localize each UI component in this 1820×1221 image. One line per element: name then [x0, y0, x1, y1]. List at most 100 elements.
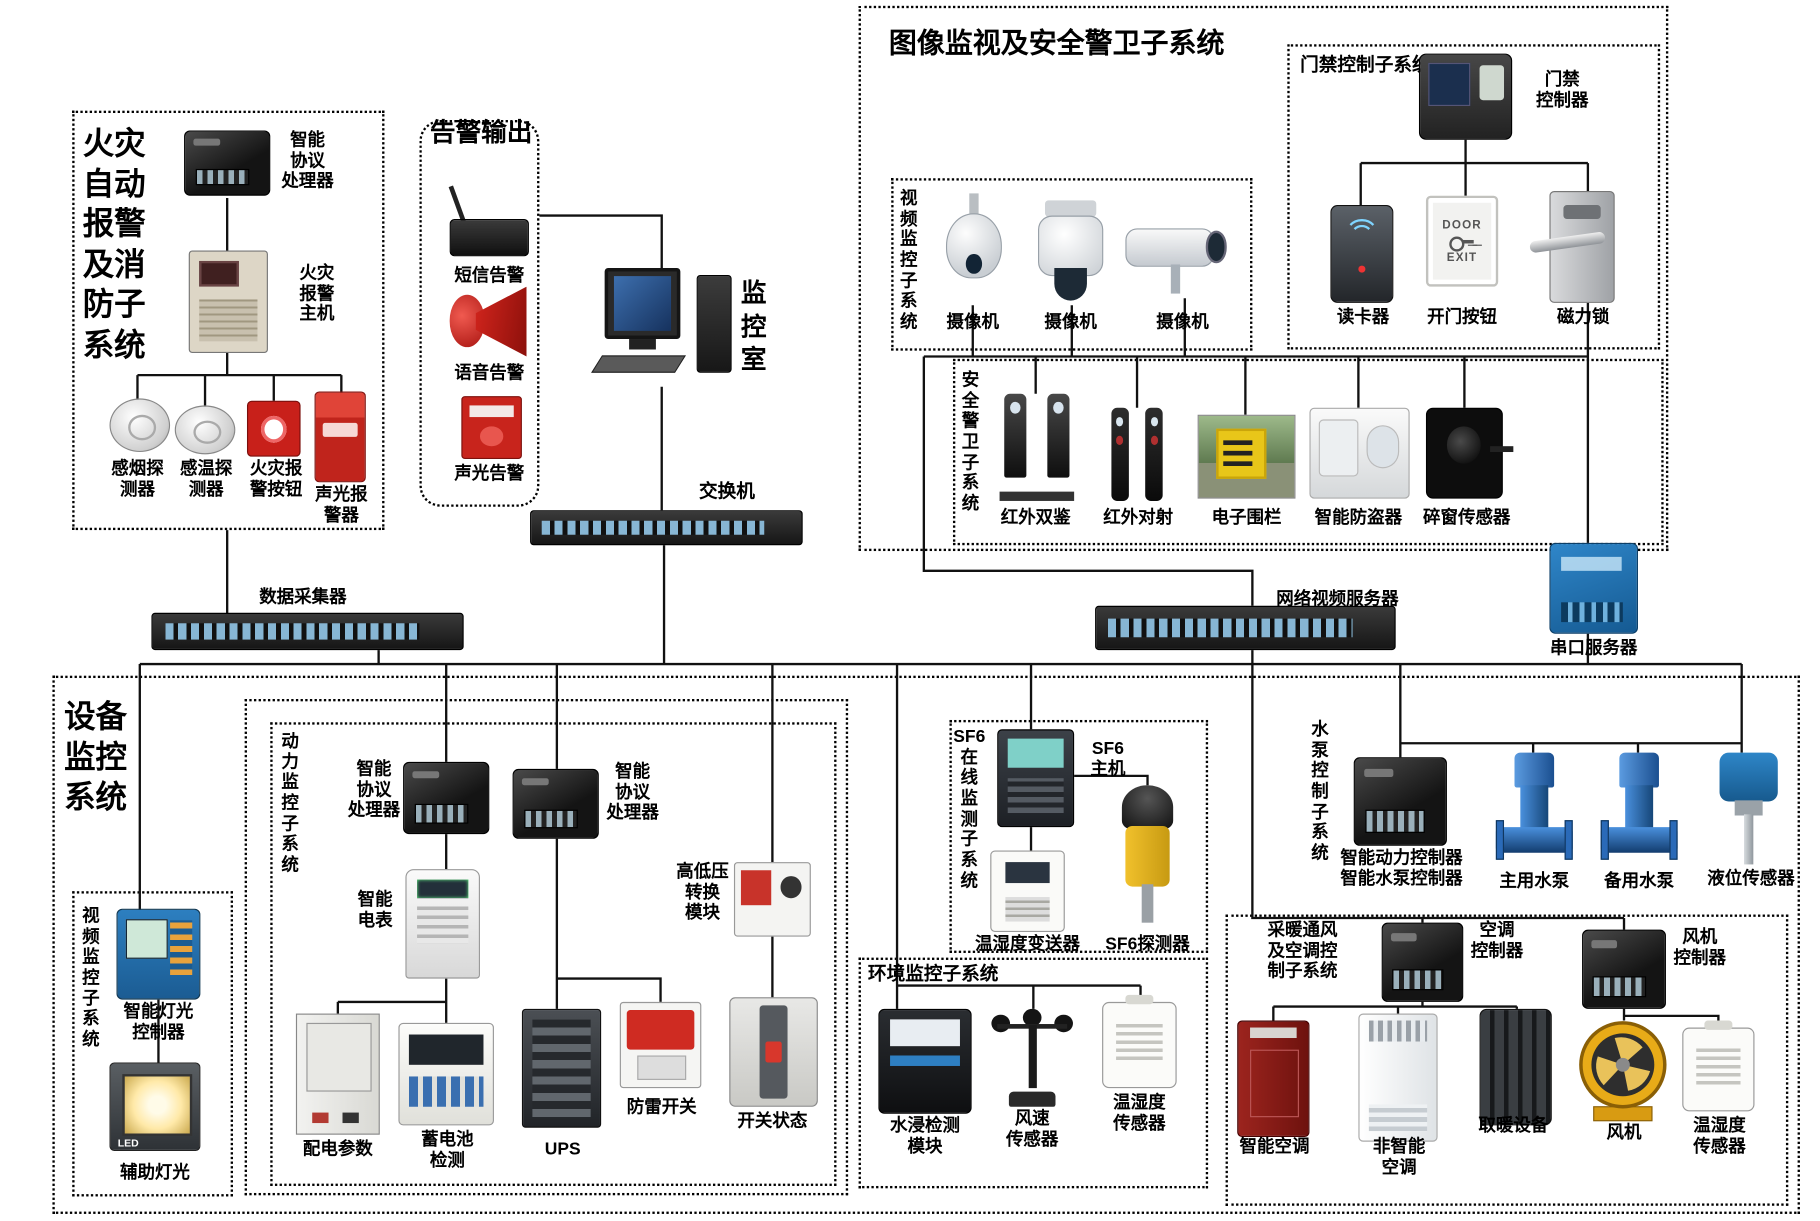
magnetic-lock-label: 磁力锁: [1557, 307, 1610, 328]
ir-dual-detector-device: [999, 393, 1075, 501]
horn-cone: [475, 286, 527, 357]
surge-protector-label: 防雷开关: [626, 1097, 697, 1118]
plain-ac-device: [1358, 1013, 1438, 1142]
wind-sensor-label: 风速 传感器: [1005, 1109, 1059, 1150]
pump-motor: [1514, 752, 1555, 788]
key-icon: [1449, 235, 1475, 252]
ac-controller-device: [1381, 922, 1464, 1002]
power-protocol-processor2-label: 智能 协议 处理器: [606, 761, 659, 823]
breaker-status-label: 开关状态: [737, 1111, 808, 1132]
fire-alarm-button-device: [246, 400, 301, 457]
pump-flange: [1565, 820, 1573, 860]
ir-dual-detector-label: 红外双鉴: [1000, 507, 1071, 528]
video-subsystem-title: 视 频 监 控 子 系 统: [899, 188, 918, 333]
keyboard: [590, 355, 686, 374]
anemometer-cup: [1022, 1008, 1042, 1027]
door-open-button-label: 开门按钮: [1427, 307, 1498, 328]
aux-light-device: LED: [109, 1062, 201, 1152]
pc-tower: [696, 275, 732, 373]
sound-light-output-label: 声光告警: [454, 463, 525, 484]
pump-subsystem-title: 水 泵 控 制 子 系 统: [1311, 719, 1329, 864]
pump-flange: [1669, 820, 1678, 860]
detector-head: [1121, 785, 1174, 830]
backup-pump-device: [1600, 752, 1678, 870]
pump-controller-label: 智能动力控制器 智能水泵控制器: [1340, 848, 1463, 889]
breaker-status-device: [729, 997, 818, 1107]
anemometer-pole: [1028, 1025, 1037, 1089]
main-pump-label: 主用水泵: [1499, 871, 1570, 892]
detector-body: [1125, 826, 1170, 887]
indicator-led: [1358, 265, 1366, 273]
camera3-label: 摄像机: [1156, 312, 1209, 333]
hv-converter-device: [733, 862, 811, 937]
camera-mount: [1044, 200, 1097, 218]
backup-pump-label: 备用水泵: [1604, 871, 1675, 892]
th-transmitter-device: [990, 850, 1065, 932]
hvac-th-sensor-device: [1682, 1020, 1755, 1112]
level-sensor-device: [1713, 752, 1785, 865]
ir-beam-label: 红外对射: [1103, 507, 1174, 528]
env-subsystem-title: 环境监控子系统: [867, 964, 999, 985]
electronic-fence-device: [1197, 414, 1296, 499]
light-controller-device: [116, 908, 201, 1000]
sensor-nut: [1734, 800, 1764, 816]
beam-bar: [1110, 407, 1129, 501]
camera-lens: [966, 253, 982, 274]
access-controller-label: 门禁 控制器: [1536, 69, 1589, 111]
antenna-icon: [448, 185, 466, 223]
detector-stem: [1142, 884, 1153, 923]
pump-flange: [1600, 820, 1609, 860]
detector-base: [999, 491, 1075, 501]
smoke-detector-label: 感烟探 测器: [111, 459, 164, 500]
fan-icon: [1579, 1021, 1667, 1122]
smart-burglar-alarm-label: 智能防盗器: [1314, 507, 1403, 528]
camera-bracket: [1171, 264, 1181, 294]
network-video-server-label: 网络视频服务器: [1276, 589, 1399, 610]
wind-sensor-device: [990, 1008, 1074, 1107]
access-controller-device: [1418, 53, 1513, 140]
network-video-server-device: [1095, 605, 1396, 651]
sound-light-alarm-label: 声光报 警器: [315, 484, 368, 526]
magnetic-lock-device: [1549, 191, 1615, 303]
fire-system-title: 火灾 自动 报警 及消 防子 系统: [82, 125, 146, 363]
monitoring-room-computer: [590, 267, 732, 387]
battery-tester-device: [398, 1022, 494, 1126]
surveillance-system-title: 图像监视及安全警卫子系统: [888, 27, 1225, 60]
monitor-stand: [628, 339, 656, 350]
distribution-cabinet-device: [295, 1013, 380, 1135]
security-subsystem-title: 安 全 警 卫 子 系 统: [961, 370, 980, 514]
pump-body: [1625, 785, 1653, 835]
serial-server-device: [1549, 542, 1638, 634]
exit-text: EXIT: [1446, 251, 1478, 264]
sound-light-output-device: [461, 396, 522, 460]
power-subsystem-title: 动 力 监 控 子 系 统: [281, 731, 299, 876]
data-collector-label: 数据采集器: [259, 587, 347, 607]
level-sensor-label: 液位传感器: [1707, 869, 1795, 889]
smart-ac-label: 智能空调: [1239, 1137, 1310, 1157]
heater-label: 取暖设备: [1478, 1116, 1549, 1136]
sf6-detector-label: SF6探测器: [1105, 934, 1190, 955]
camera2-label: 摄像机: [1044, 312, 1097, 333]
detector-pillar: [1004, 393, 1027, 478]
pump-body: [1520, 785, 1549, 835]
power-protocol-processor1-device: [403, 761, 490, 835]
main-pump-device: [1495, 752, 1573, 870]
power-protocol-processor2-device: [512, 768, 599, 839]
hv-converter-label: 高低压 转换 模块: [676, 862, 729, 924]
alarm-output-title: 告警输出: [429, 117, 533, 147]
camera-mount: [968, 193, 980, 216]
smart-meter-label: 智能 电表: [357, 890, 393, 931]
fire-alarm-host-device: [188, 250, 268, 353]
sf6-host-device: [997, 729, 1075, 828]
data-collector-device: [151, 612, 464, 651]
pump-motor: [1619, 752, 1660, 788]
water-leak-module-label: 水浸检测 模块: [890, 1116, 960, 1157]
serial-server-label: 串口服务器: [1550, 638, 1638, 659]
video2-subsystem-title: 视 频 监 控 子 系 统: [82, 906, 100, 1050]
network-switch-device: [530, 510, 803, 546]
camera-lens: [1205, 231, 1227, 263]
env-th-sensor-device: [1102, 994, 1177, 1089]
battery-tester-label: 蓄电池 检测: [421, 1130, 474, 1171]
